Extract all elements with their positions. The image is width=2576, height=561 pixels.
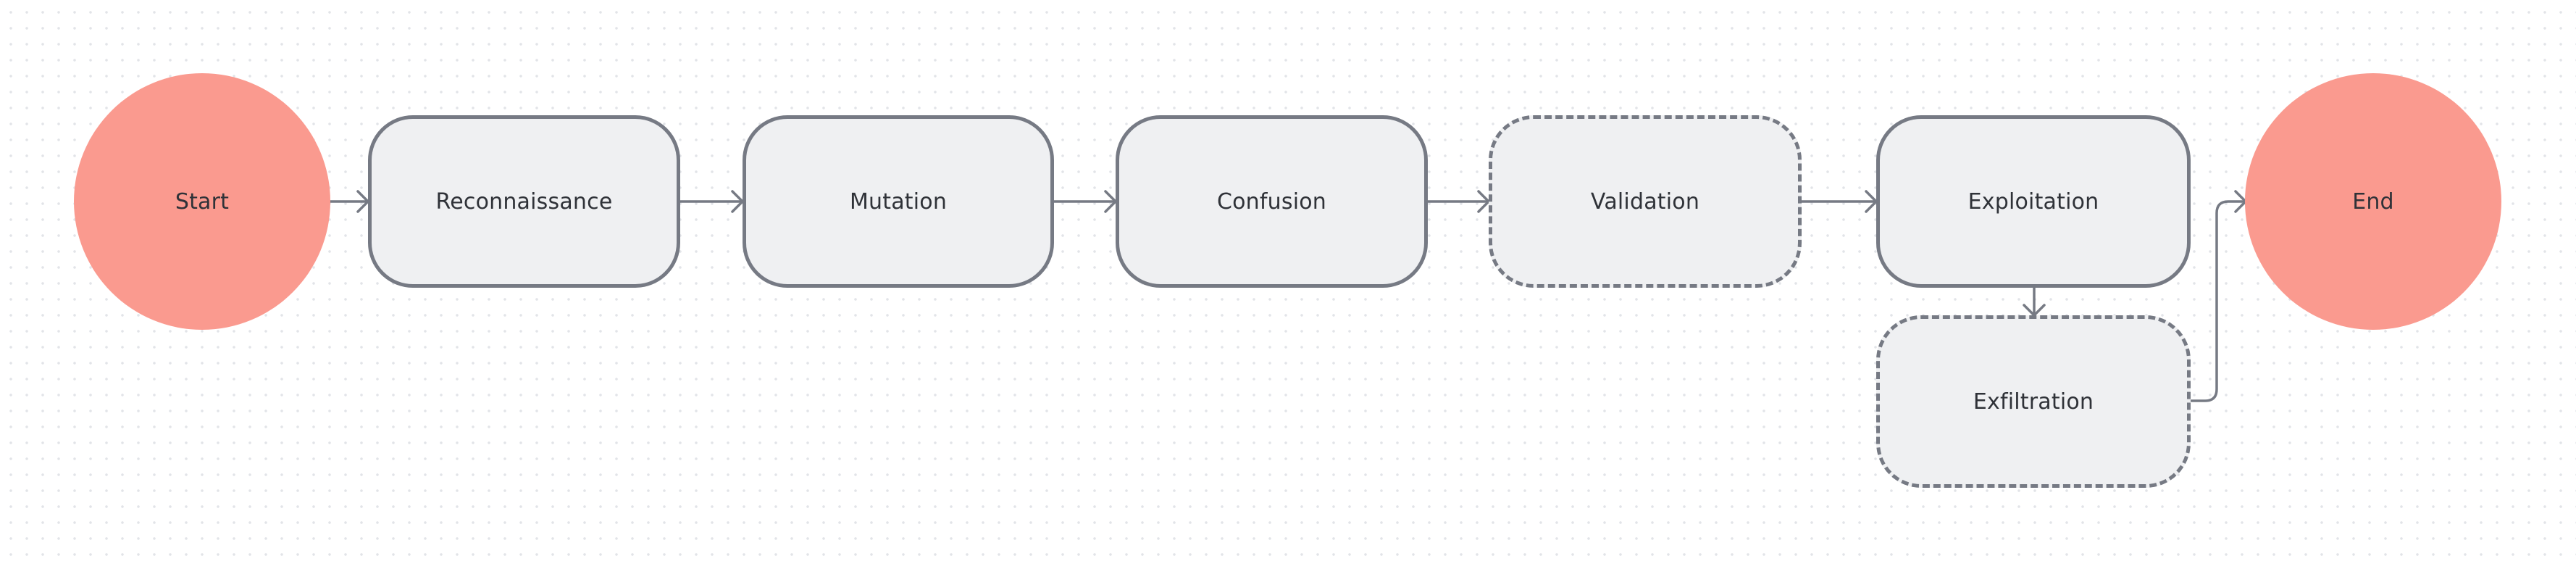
validation-node-label: Validation bbox=[1590, 188, 1700, 215]
edge-exfiltration-end bbox=[2188, 190, 2247, 402]
edge-mutation-confusion bbox=[1052, 190, 1117, 213]
exploitation-node[interactable]: Exploitation bbox=[1876, 115, 2191, 288]
mutation-node-label: Mutation bbox=[849, 188, 948, 215]
edge-confusion-validation bbox=[1425, 190, 1490, 213]
edge-start-reconnaissance bbox=[328, 190, 369, 213]
edge-validation-exploitation bbox=[1799, 190, 1878, 213]
exfiltration-node-label: Exfiltration bbox=[1973, 388, 2094, 415]
exploitation-node-label: Exploitation bbox=[1967, 188, 2099, 215]
confusion-node[interactable]: Confusion bbox=[1116, 115, 1428, 288]
start-node-label: Start bbox=[175, 188, 230, 215]
reconnaissance-node[interactable]: Reconnaissance bbox=[368, 115, 680, 288]
validation-node[interactable]: Validation bbox=[1489, 115, 1802, 288]
start-node[interactable]: Start bbox=[74, 73, 330, 330]
reconnaissance-node-label: Reconnaissance bbox=[435, 188, 613, 215]
edge-exploitation-exfiltration bbox=[2023, 285, 2046, 317]
end-node-label: End bbox=[2352, 188, 2394, 215]
edge-reconnaissance-mutation bbox=[677, 190, 744, 213]
mutation-node[interactable]: Mutation bbox=[743, 115, 1054, 288]
confusion-node-label: Confusion bbox=[1216, 188, 1327, 215]
end-node[interactable]: End bbox=[2245, 73, 2501, 330]
exfiltration-node[interactable]: Exfiltration bbox=[1876, 315, 2191, 488]
